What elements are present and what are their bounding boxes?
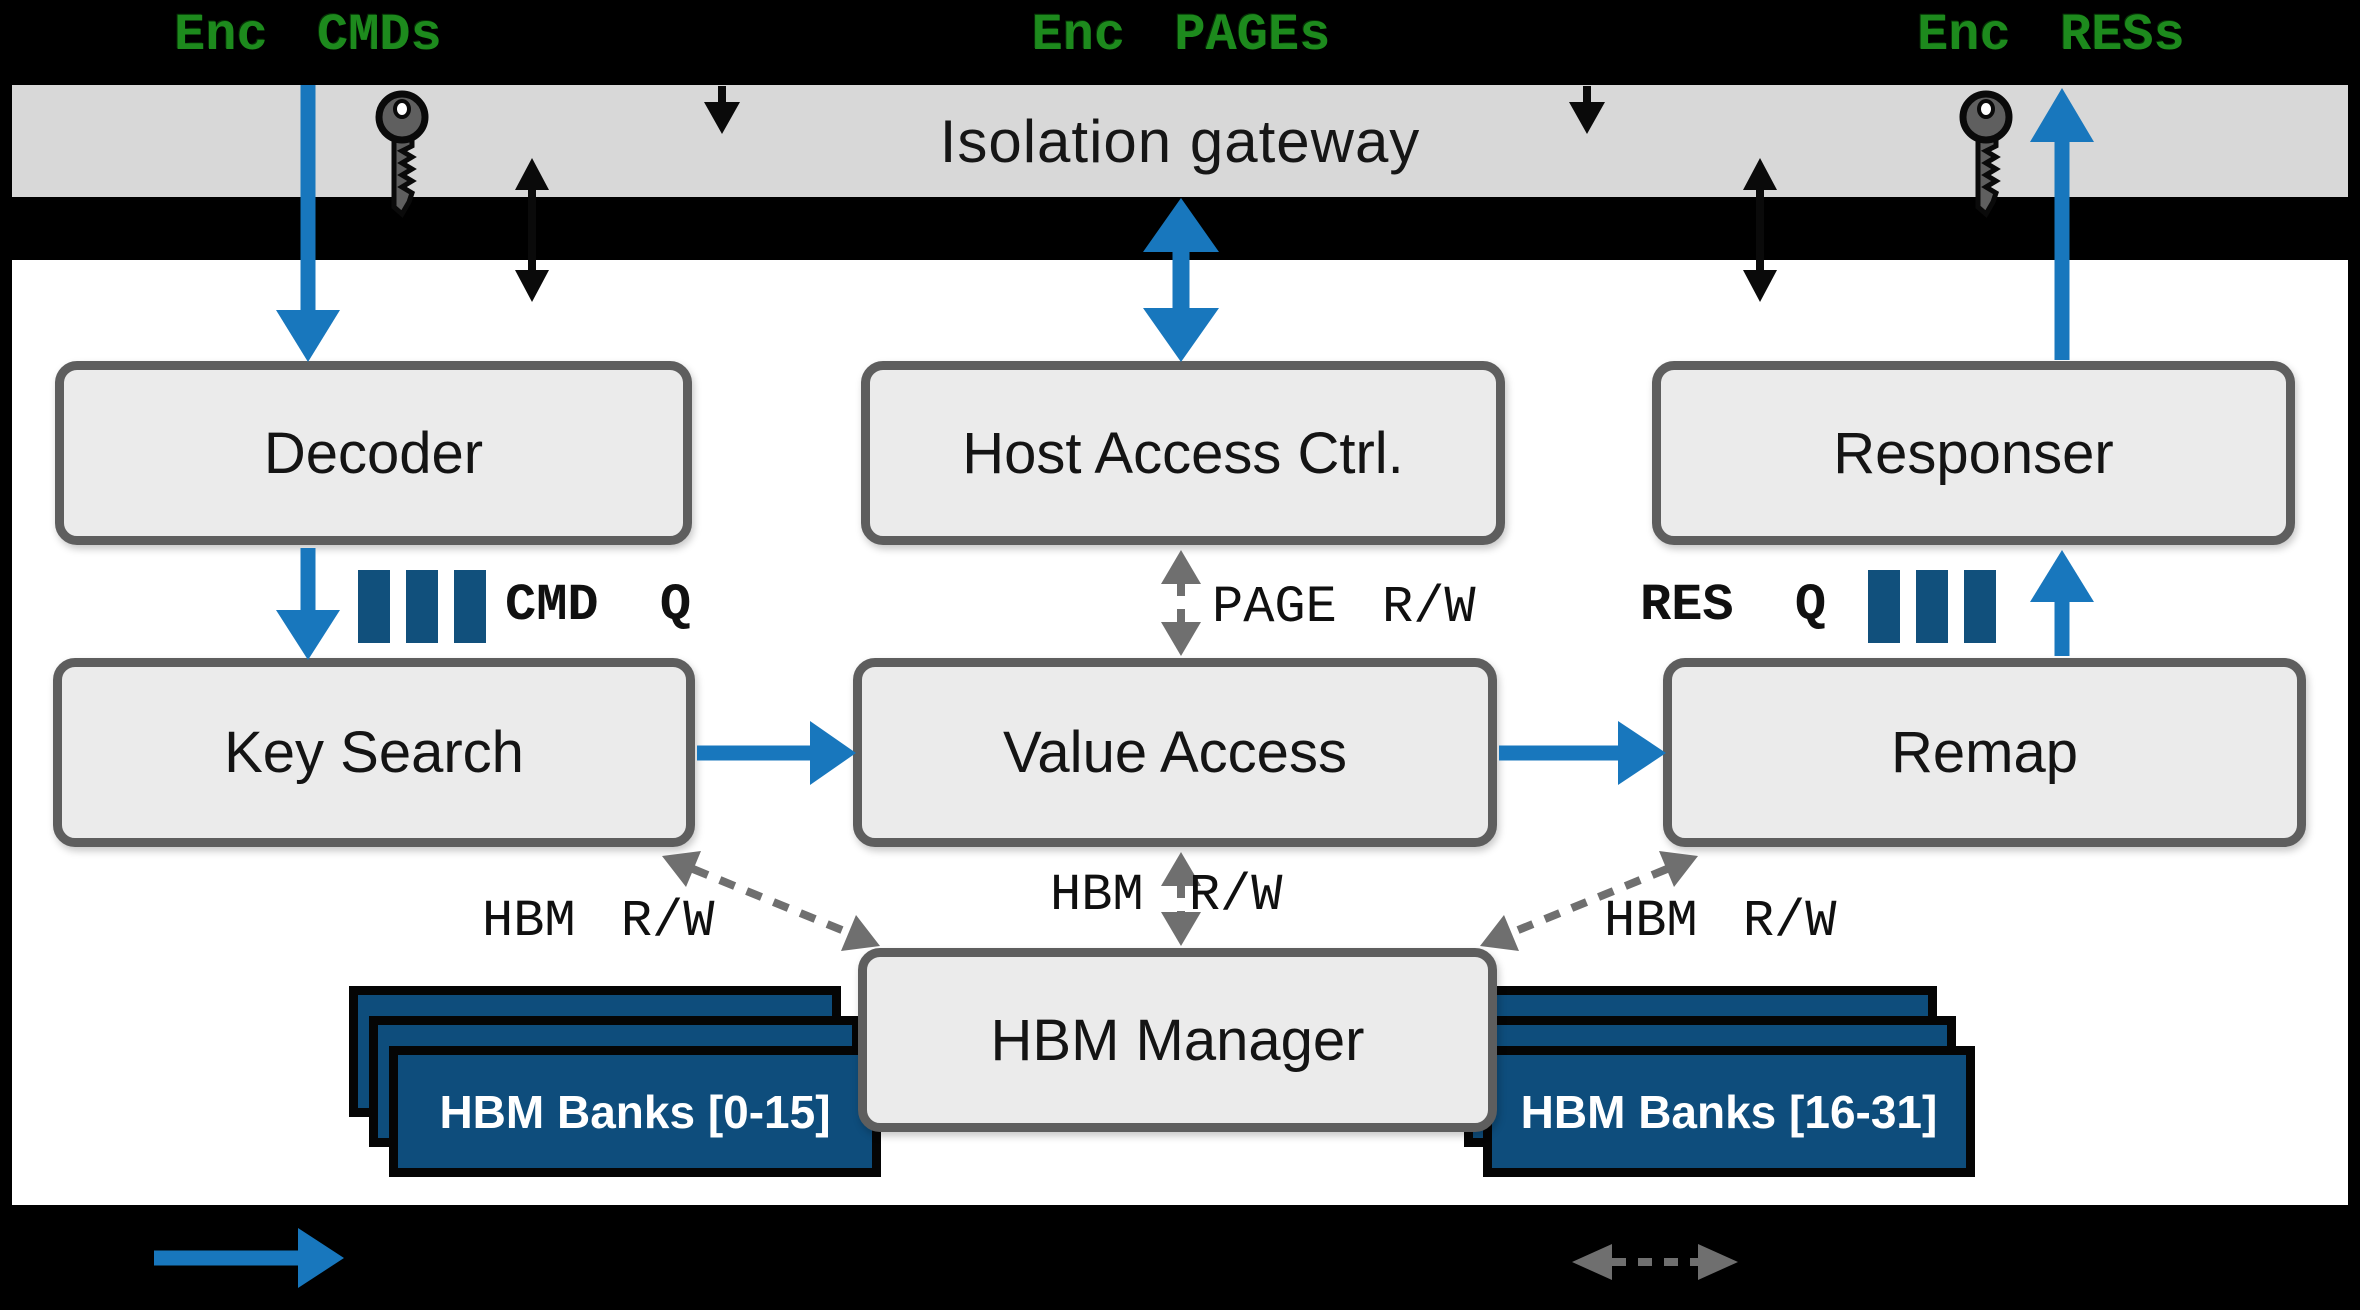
queue-bar [358, 570, 390, 643]
host-access-ctrl-label: Host Access Ctrl. [962, 420, 1404, 486]
decoder-box: Decoder [55, 361, 692, 545]
hbm-banks-right-label: HBM Banks [16-31] [1520, 1085, 1938, 1138]
enc-cmds-label: Enc CMDs [174, 6, 442, 65]
value-access-box: Value Access [853, 658, 1497, 847]
bank-layer-front: HBM Banks [16-31] [1483, 1046, 1975, 1177]
enc-pages-label: Enc PAGEs [1031, 6, 1331, 65]
key-search-box: Key Search [53, 658, 695, 847]
legend-dashed-arrow-icon [1572, 1244, 1738, 1280]
hbm-banks-left-stack: HBM Banks [0-15] [349, 986, 882, 1178]
res-queue-icon [1868, 570, 1996, 643]
hbm-banks-left-label: HBM Banks [0-15] [439, 1085, 831, 1138]
key-icon [372, 90, 436, 218]
hbm-rw-left-label: HBM R/W [482, 892, 715, 951]
remap-box: Remap [1663, 658, 2306, 847]
hbm-rw-center-label: HBM R/W [1050, 866, 1283, 925]
isolation-gateway-label: Isolation gateway [939, 107, 1421, 175]
responser-label: Responser [1833, 420, 2114, 486]
hbm-manager-box: HBM Manager [858, 948, 1497, 1132]
queue-bar [1916, 570, 1948, 643]
queue-bar [406, 570, 438, 643]
remap-label: Remap [1891, 720, 2078, 785]
cmd-queue-label: CMD Q [505, 576, 692, 635]
page-rw-label: PAGE R/W [1212, 578, 1476, 637]
bank-layer-front: HBM Banks [0-15] [389, 1046, 881, 1177]
legend-solid-arrow-icon [154, 1228, 344, 1288]
key-icon [1956, 90, 2020, 218]
res-queue-label: RES Q [1640, 576, 1827, 635]
host-access-ctrl-box: Host Access Ctrl. [861, 361, 1505, 545]
responser-box: Responser [1652, 361, 2295, 545]
hbm-manager-label: HBM Manager [990, 1007, 1365, 1073]
cmd-queue-icon [358, 570, 486, 643]
queue-bar [454, 570, 486, 643]
enc-ress-label: Enc RESs [1917, 6, 2185, 65]
value-access-label: Value Access [1003, 720, 1347, 785]
hbm-banks-right-stack: HBM Banks [16-31] [1445, 986, 1978, 1178]
key-search-label: Key Search [224, 720, 524, 785]
hbm-rw-right-label: HBM R/W [1604, 892, 1837, 951]
queue-bar [1868, 570, 1900, 643]
decoder-label: Decoder [263, 420, 484, 486]
queue-bar [1964, 570, 1996, 643]
